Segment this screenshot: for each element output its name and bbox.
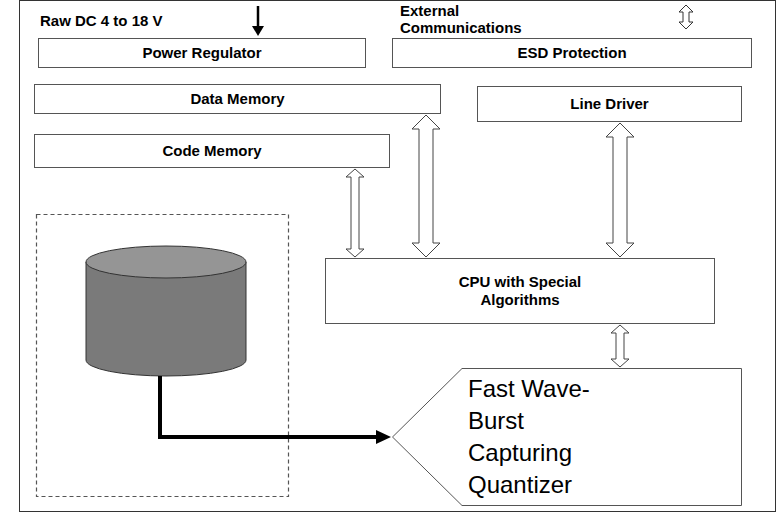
signal-arrowhead <box>376 430 391 444</box>
cpu-box: CPU with Special Algorithms <box>325 258 715 324</box>
data-memory-box: Data Memory <box>34 84 441 114</box>
box-label: CPU with Special Algorithms <box>445 273 595 309</box>
code-memory-box: Code Memory <box>34 134 390 168</box>
box-label: Power Regulator <box>142 44 261 62</box>
bus-arrow <box>611 325 629 367</box>
box-label: Line Driver <box>570 95 648 113</box>
box-label: Data Memory <box>190 90 284 108</box>
line-driver-box: Line Driver <box>477 86 742 122</box>
cylinder-top <box>86 246 246 278</box>
outer-frame <box>20 1 776 512</box>
quantizer-block: Fast Wave-Burst Capturing Quantizer <box>392 368 742 506</box>
block-title: Fast Wave-Burst Capturing Quantizer <box>468 373 598 501</box>
power-input-arrow <box>257 6 260 27</box>
box-label: Code Memory <box>162 142 261 160</box>
comms-double-arrow <box>679 5 693 29</box>
power-input-label: Raw DC 4 to 18 V <box>40 12 250 29</box>
power-input-arrowhead <box>252 26 264 36</box>
sensor-enclosure <box>37 215 289 497</box>
bus-arrow <box>412 115 440 257</box>
box-label: ESD Protection <box>517 44 626 62</box>
signal-wire <box>160 376 378 437</box>
sensor-cylinder <box>86 262 246 376</box>
quantizer-shape <box>393 369 742 506</box>
bus-arrow <box>606 123 634 257</box>
esd-protection-box: ESD Protection <box>392 38 752 68</box>
bus-arrow <box>346 169 364 257</box>
comms-label: External Communications <box>400 2 535 36</box>
power-regulator-box: Power Regulator <box>38 38 366 68</box>
